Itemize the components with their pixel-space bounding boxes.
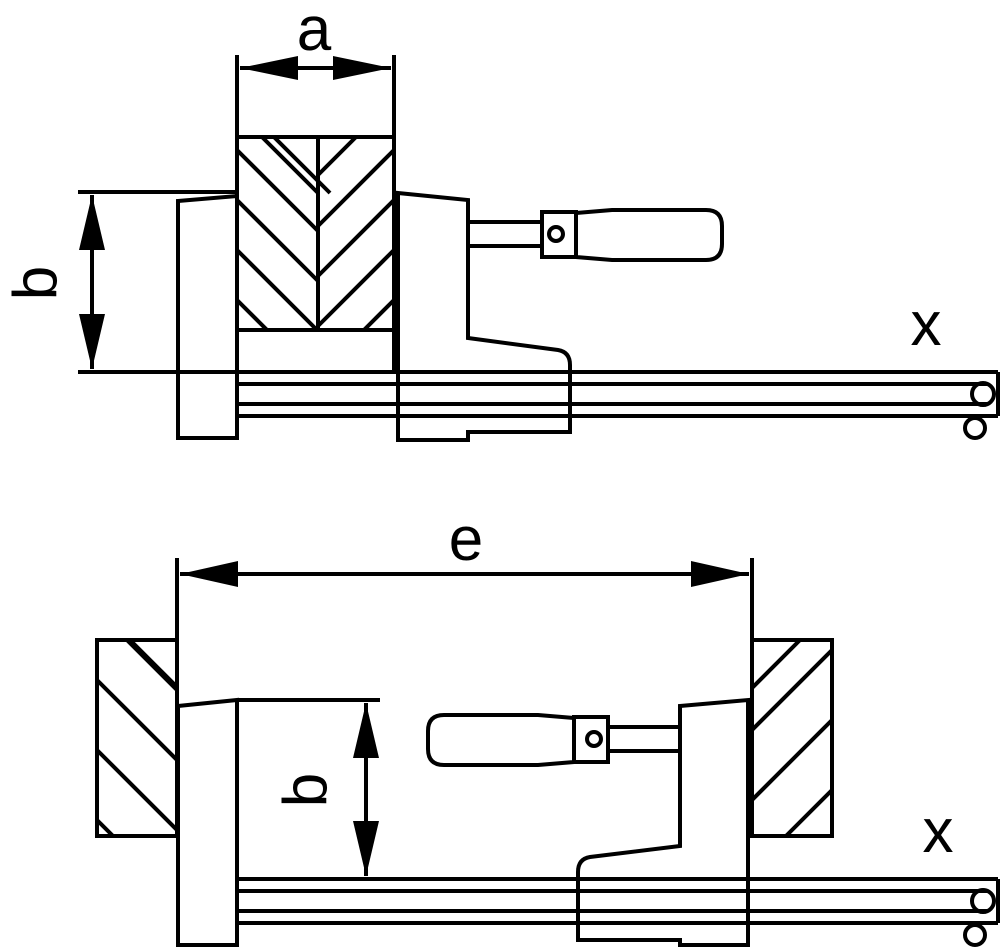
spindle-bottom (608, 725, 680, 753)
movable-jaw-bottom (576, 697, 750, 947)
rail-bottom (237, 877, 1000, 925)
dimension-b-bottom: b (271, 703, 379, 876)
label-e: e (449, 505, 483, 574)
dimension-e: e (175, 505, 754, 702)
workpiece-left (95, 638, 179, 838)
movable-jaw-top (396, 190, 572, 442)
rail-top (237, 328, 1000, 418)
workpiece-top (235, 135, 396, 332)
label-b-top: b (1, 266, 70, 300)
top-clamp-figure: a b (1, 0, 1000, 442)
label-x-top: x (911, 290, 942, 359)
dimension-a: a (235, 0, 396, 137)
handle-bottom (426, 713, 610, 767)
fixed-jaw-top (176, 193, 239, 440)
dimension-b-top: b (1, 190, 237, 374)
bottom-clamp-figure: e (95, 505, 1000, 947)
workpiece-right (750, 638, 834, 838)
fixed-jaw-bottom (176, 697, 239, 947)
rail-end-bottom (963, 888, 996, 947)
handle-top (540, 208, 724, 262)
label-b-bottom: b (271, 773, 340, 807)
spindle-top (468, 220, 542, 248)
label-x-bottom: x (923, 797, 954, 866)
label-a: a (297, 0, 332, 64)
rail-end-top (963, 381, 996, 440)
